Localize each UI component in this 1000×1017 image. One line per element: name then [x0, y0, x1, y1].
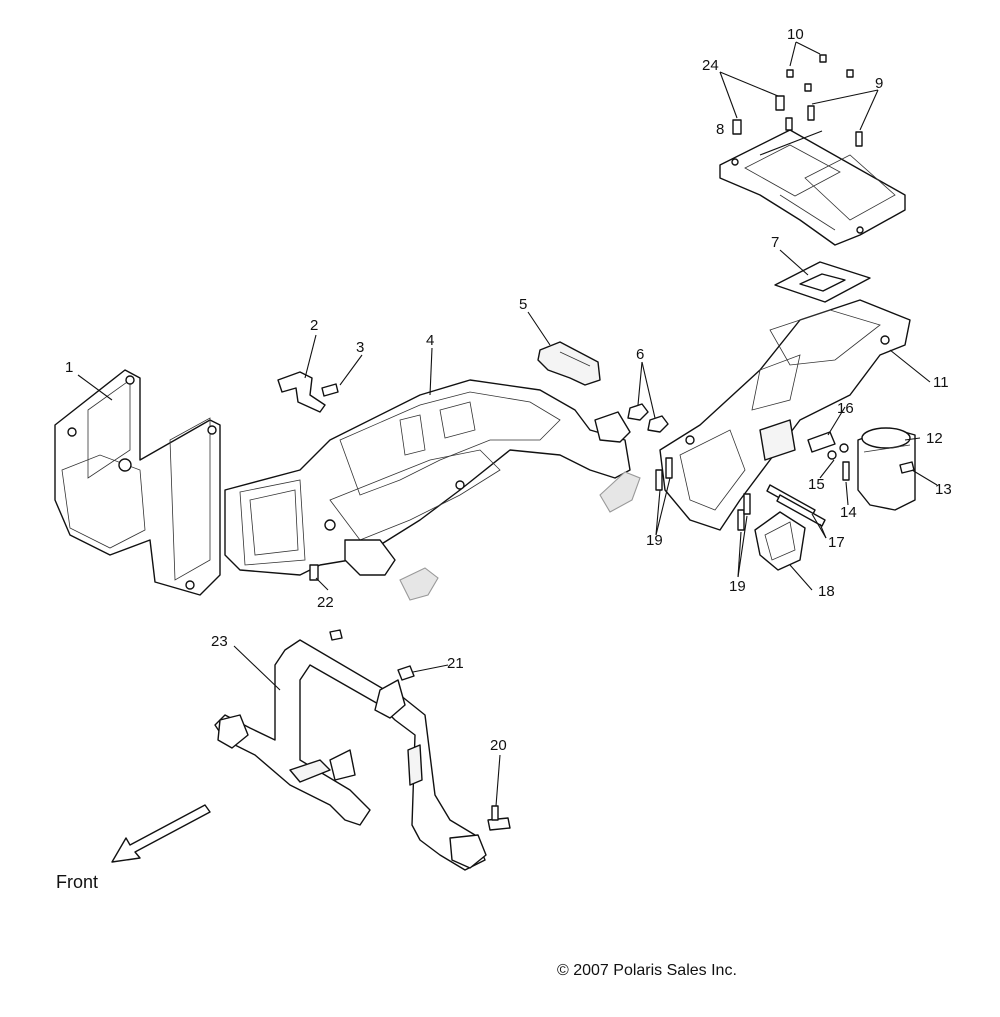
label-17: 17 — [828, 534, 845, 551]
label-24: 24 — [702, 57, 719, 74]
part-16-clip — [807, 431, 836, 453]
label-8: 8 — [716, 121, 724, 138]
label-22: 22 — [317, 594, 334, 611]
part-18-plate — [754, 511, 806, 571]
label-15: 15 — [808, 476, 825, 493]
part-22-bolt — [309, 564, 319, 581]
label-4: 4 — [426, 332, 434, 349]
label-2: 2 — [310, 317, 318, 334]
part-12-canister — [857, 427, 916, 511]
leader-lines — [77, 41, 938, 807]
part-9-bolts — [785, 105, 863, 147]
part-24-bolts — [732, 95, 785, 135]
part-labels: 1 2 3 4 5 6 7 8 9 10 11 12 13 14 15 16 1… — [65, 26, 952, 754]
copyright-text: © 2007 Polaris Sales Inc. — [557, 962, 737, 979]
part-1-front-bracket — [54, 369, 221, 596]
part-2-bracket — [277, 371, 326, 413]
label-13: 13 — [935, 481, 952, 498]
part-23-cradle — [214, 639, 487, 871]
part-10-nuts — [786, 54, 854, 92]
front-label: Front — [56, 872, 98, 892]
label-7: 7 — [771, 234, 779, 251]
label-10: 10 — [787, 26, 804, 43]
part-13-bolt — [899, 461, 915, 474]
label-9: 9 — [875, 75, 883, 92]
part-7-gasket — [774, 261, 871, 303]
part-17-pins — [766, 484, 826, 527]
label-12: 12 — [926, 430, 943, 447]
label-14: 14 — [840, 504, 857, 521]
part-20-bolt — [487, 805, 511, 831]
label-21: 21 — [447, 655, 464, 672]
label-16: 16 — [837, 400, 854, 417]
part-8-top-plate — [719, 129, 906, 246]
label-3: 3 — [356, 339, 364, 356]
part-ghost-mount-left — [399, 567, 439, 601]
part-5-clamp — [537, 341, 601, 386]
part-ghost-mount-right — [599, 471, 641, 513]
part-19-bolts — [655, 457, 751, 531]
label-11: 11 — [933, 374, 949, 391]
part-21-bolt — [329, 629, 415, 681]
part-14-bolt — [842, 461, 850, 481]
part-3-bolt — [321, 383, 339, 397]
label-1: 1 — [65, 359, 73, 376]
label-19-right: 19 — [729, 578, 746, 595]
label-6: 6 — [636, 346, 644, 363]
part-4-main-frame — [224, 379, 631, 576]
label-19-left: 19 — [646, 532, 663, 549]
part-6-nuts — [627, 403, 669, 433]
part-15-washer — [827, 443, 849, 460]
label-5: 5 — [519, 296, 527, 313]
label-23: 23 — [211, 633, 228, 650]
front-direction-arrow — [111, 804, 211, 863]
label-18: 18 — [818, 583, 835, 600]
part-11-rear-frame — [659, 299, 911, 531]
label-20: 20 — [490, 737, 507, 754]
